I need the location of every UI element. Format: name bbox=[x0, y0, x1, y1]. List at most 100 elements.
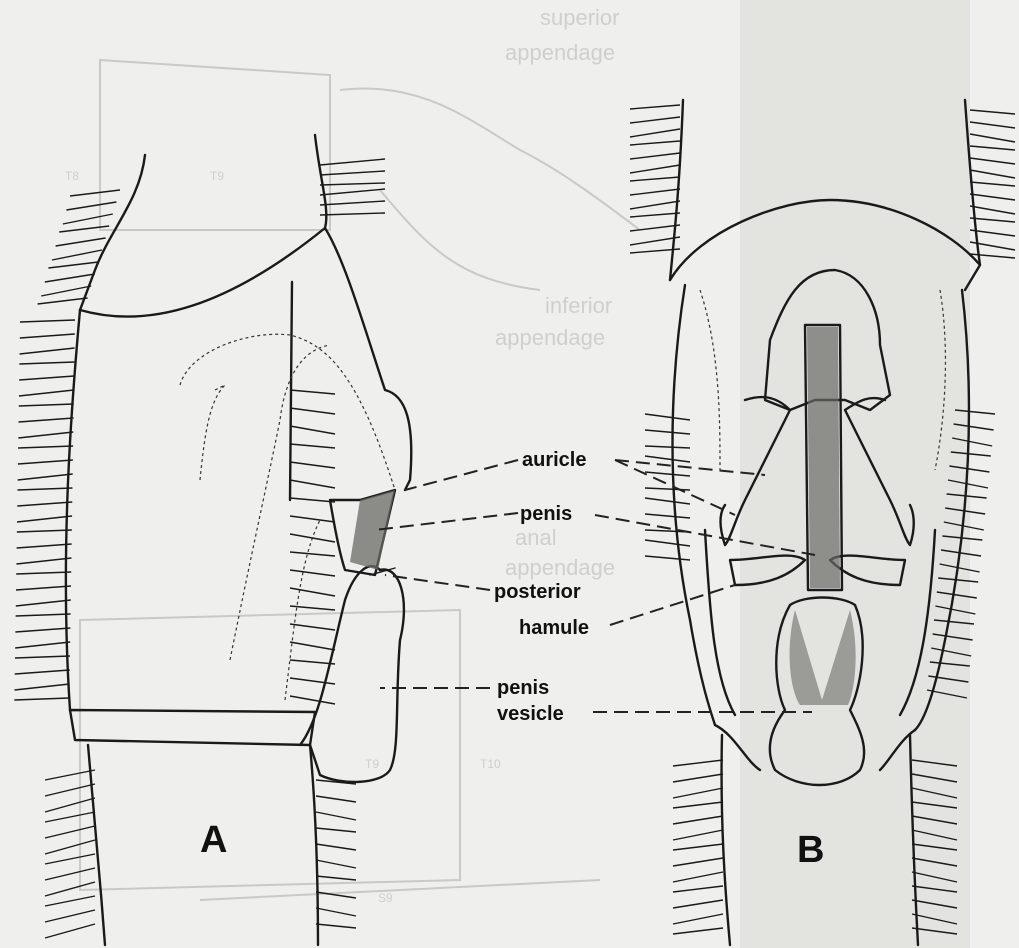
bristle-hair bbox=[673, 872, 723, 882]
label-penis-vesicle-line1: penis bbox=[497, 677, 549, 699]
bristle-hair bbox=[45, 798, 95, 812]
bristle-hair bbox=[316, 812, 356, 820]
bleed-text-anal-2: appendage bbox=[505, 555, 615, 580]
a-penis-stipple bbox=[350, 490, 395, 570]
bleed-text-t9b: T9 bbox=[365, 757, 379, 771]
panel-label-a: A bbox=[200, 819, 227, 861]
b-dotted-1 bbox=[700, 290, 720, 470]
bristle-hair bbox=[45, 770, 95, 780]
bristle-hair bbox=[630, 177, 680, 181]
bristle-hair bbox=[48, 262, 98, 268]
bristle-hair bbox=[41, 286, 91, 296]
bristle-hair bbox=[17, 544, 72, 548]
bleed-segment-outline bbox=[100, 60, 330, 230]
bristle-hair bbox=[290, 534, 335, 542]
bristle-hair bbox=[970, 206, 1015, 214]
bleed-appendage-outline-2 bbox=[380, 190, 540, 290]
bristle-hair bbox=[316, 876, 356, 880]
bristle-hair bbox=[645, 488, 690, 490]
bristle-hair bbox=[15, 656, 70, 658]
bleed-text-anal-1: anal bbox=[515, 525, 557, 550]
bristle-hair bbox=[45, 826, 95, 838]
bristle-hair bbox=[15, 670, 70, 674]
a-segment-band bbox=[70, 710, 315, 745]
a-main-segment-top bbox=[80, 228, 411, 490]
bristle-hair bbox=[63, 214, 113, 224]
bristle-hair bbox=[645, 556, 690, 560]
bristle-hair bbox=[19, 376, 74, 380]
bristle-hair bbox=[17, 488, 72, 490]
bristle-hair bbox=[645, 456, 690, 462]
b-penis-stipple bbox=[807, 327, 840, 588]
bristle-hair bbox=[17, 530, 72, 532]
panel-label-b: B bbox=[797, 829, 824, 871]
bristle-hair bbox=[17, 516, 72, 522]
bristle-hair bbox=[290, 570, 335, 576]
bristle-hair bbox=[290, 678, 335, 684]
bristle-hair bbox=[970, 182, 1015, 186]
bristle-hair bbox=[290, 624, 335, 630]
bristle-hair bbox=[673, 886, 723, 892]
bristle-hair bbox=[630, 153, 680, 159]
bristle-hair bbox=[970, 254, 1015, 258]
bristle-hair bbox=[673, 914, 723, 924]
bristle-hair bbox=[290, 390, 335, 394]
bristle-hair bbox=[970, 134, 1015, 142]
bristle-hair bbox=[645, 540, 690, 546]
bristle-hair bbox=[15, 684, 70, 690]
bristle-hair bbox=[970, 158, 1015, 164]
leader-auricle-a bbox=[405, 460, 518, 490]
bleed-text-inferior-1: inferior bbox=[545, 293, 612, 318]
bristle-hair bbox=[17, 502, 72, 506]
bristle-hair bbox=[673, 928, 723, 934]
a-lower-right-edge bbox=[310, 745, 318, 945]
bleed-text-inferior-2: appendage bbox=[495, 325, 605, 350]
bristle-hair bbox=[290, 444, 335, 448]
a-dotted-structure-3 bbox=[285, 520, 320, 700]
label-auricle: auricle bbox=[522, 449, 586, 471]
bleed-text-t8: T8 bbox=[65, 169, 79, 183]
bristle-hair bbox=[630, 117, 680, 123]
bristle-hair bbox=[16, 558, 71, 564]
bristle-hair bbox=[18, 474, 73, 480]
b-main-left bbox=[673, 285, 716, 725]
bristle-hair bbox=[970, 170, 1015, 178]
a-inner-line bbox=[290, 282, 292, 500]
bristle-hair bbox=[16, 572, 71, 574]
bristle-hair bbox=[38, 298, 88, 304]
bristle-hair bbox=[18, 446, 73, 448]
bristle-hair bbox=[645, 498, 690, 504]
bristle-hair bbox=[290, 588, 335, 596]
bristle-hair bbox=[16, 614, 71, 616]
bristle-hair bbox=[645, 414, 690, 420]
a-main-segment-left bbox=[66, 310, 80, 710]
leader-penis-a bbox=[375, 513, 518, 530]
a-vesicle-left bbox=[300, 566, 380, 745]
bristle-hair bbox=[630, 129, 680, 137]
bristle-hair bbox=[20, 348, 75, 354]
bleed-text-superior-2: appendage bbox=[505, 40, 615, 65]
bristle-hair bbox=[290, 426, 335, 434]
bristle-hair bbox=[20, 334, 75, 338]
bristle-hair bbox=[645, 472, 690, 476]
bristle-hair bbox=[18, 432, 73, 438]
bristle-hair bbox=[290, 498, 335, 502]
bristle-hair bbox=[290, 516, 335, 522]
bristle-hair bbox=[16, 600, 71, 606]
bristle-hair bbox=[630, 189, 680, 195]
bristle-hair bbox=[673, 774, 723, 782]
bristle-hair bbox=[673, 816, 723, 824]
bristle-hair bbox=[290, 462, 335, 468]
bristle-hair bbox=[970, 194, 1015, 200]
a-dotted-structure-1 bbox=[180, 334, 395, 490]
bristle-hair bbox=[645, 446, 690, 448]
bristle-hair bbox=[45, 910, 95, 922]
bristle-hair bbox=[45, 854, 95, 864]
bristle-hair bbox=[20, 320, 75, 322]
bristle-hair bbox=[290, 696, 335, 704]
a-penis-vesicle bbox=[310, 570, 404, 782]
bristle-hair bbox=[290, 480, 335, 488]
bristle-hair bbox=[14, 698, 69, 700]
